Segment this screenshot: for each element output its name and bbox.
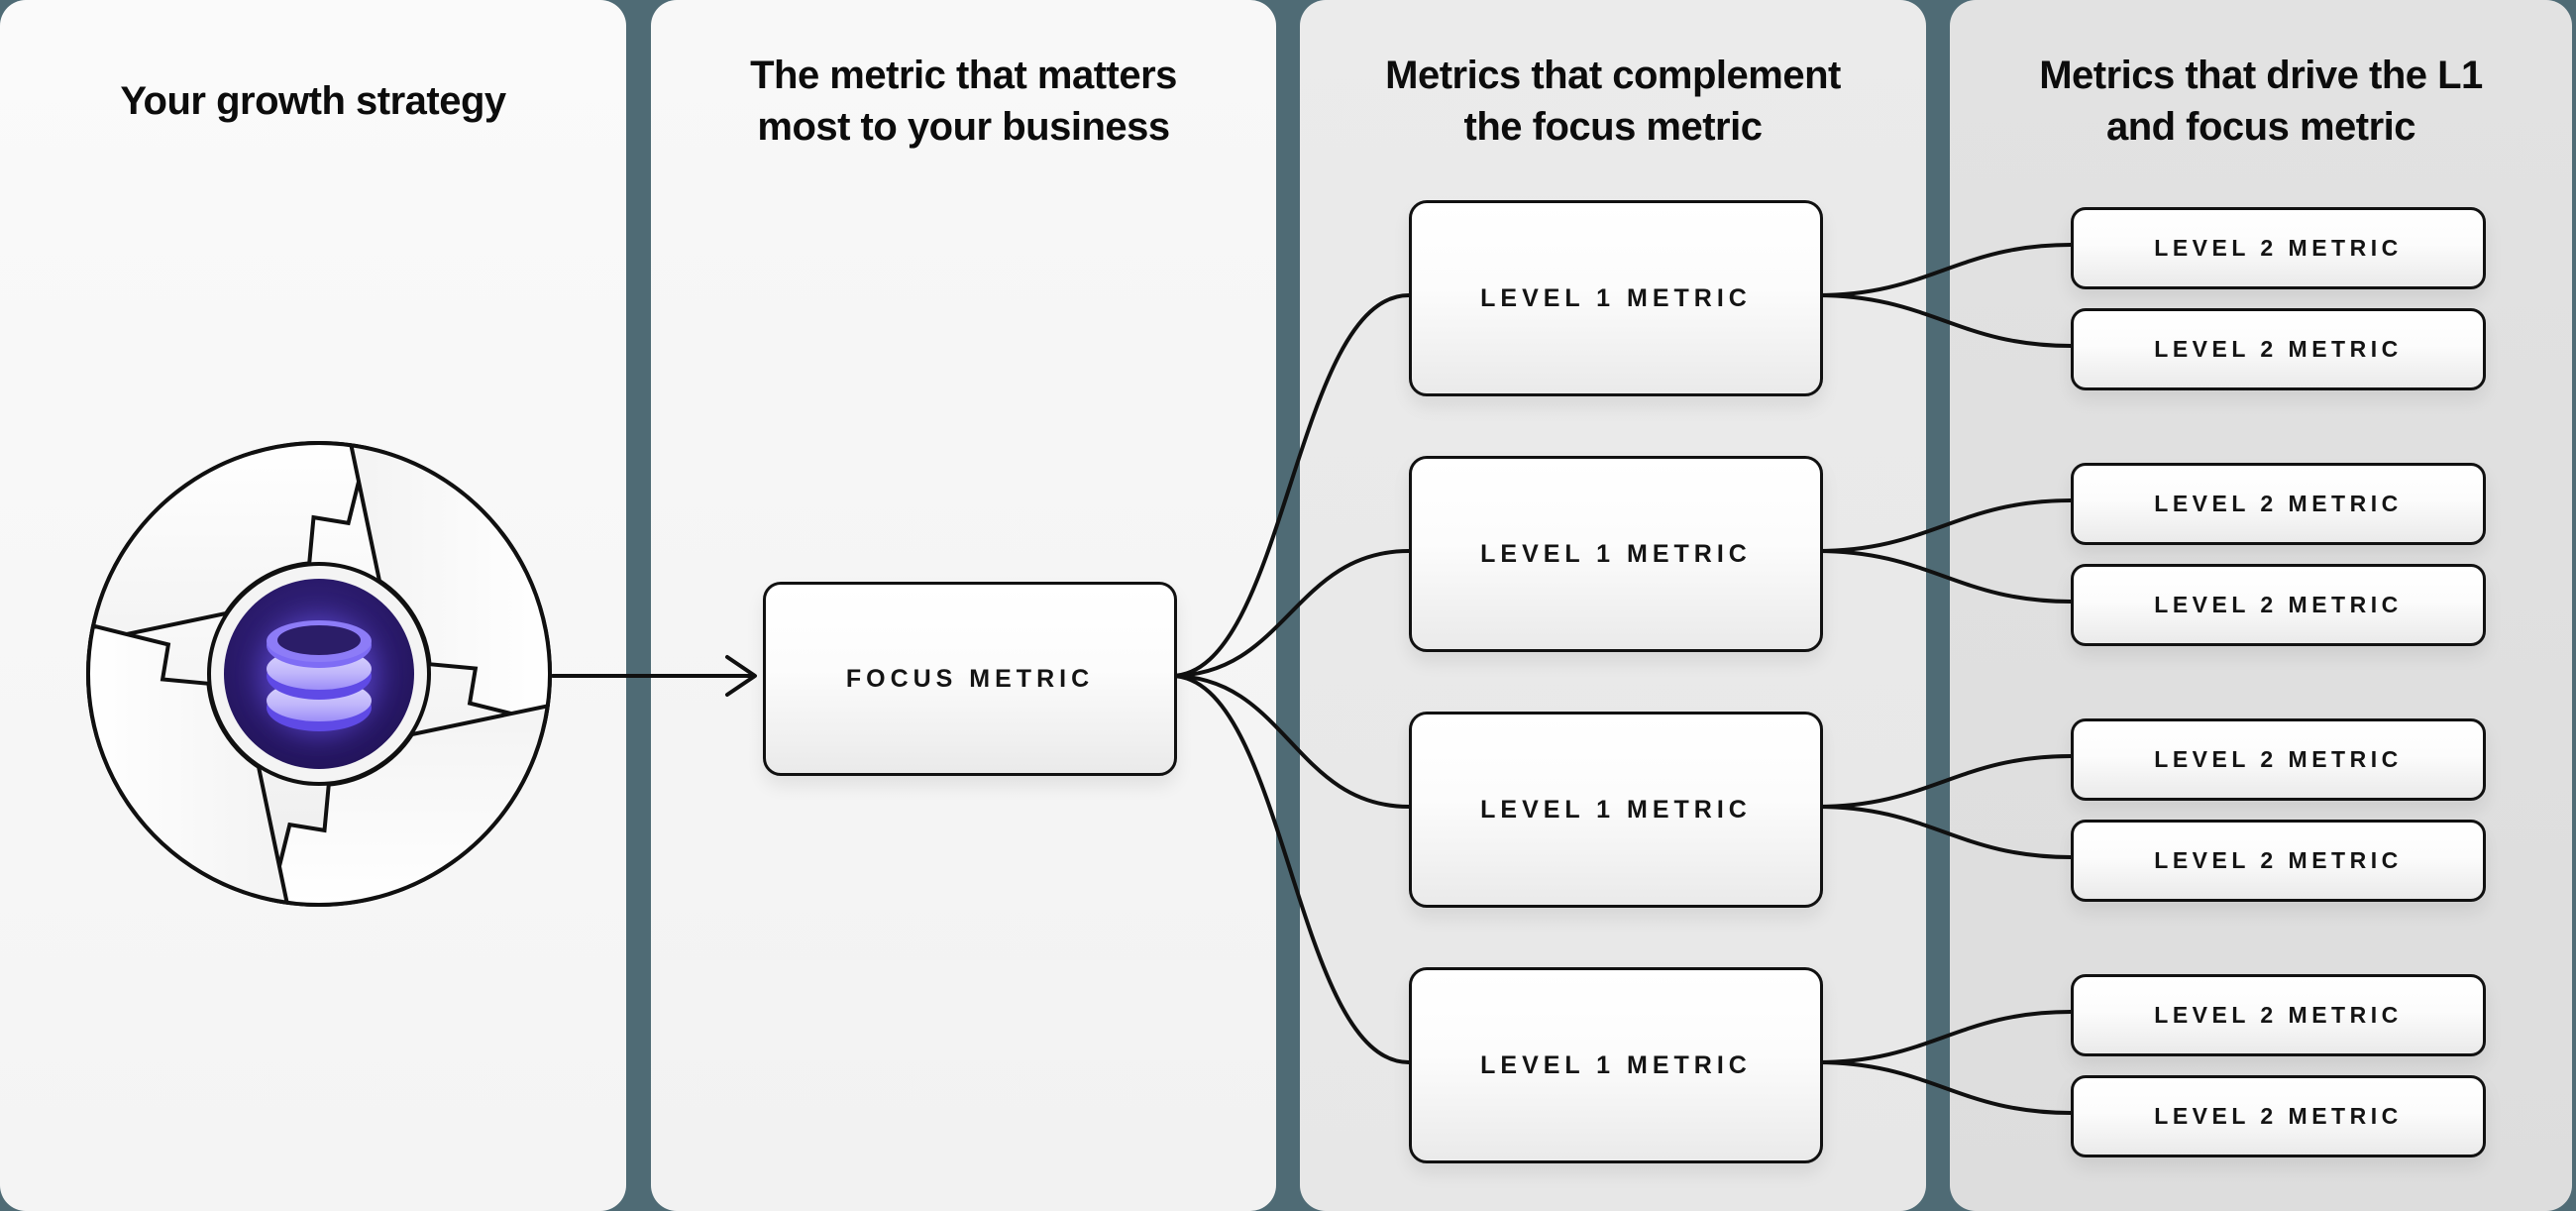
level2-metric-label: LEVEL 2 METRIC xyxy=(2154,1002,2403,1028)
level2-metric-box-3: LEVEL 2 METRIC xyxy=(2071,463,2486,545)
level1-metric-label: LEVEL 1 METRIC xyxy=(1480,539,1752,568)
flywheel-blades xyxy=(86,441,552,907)
database-icon xyxy=(260,616,378,735)
level2-metric-label: LEVEL 2 METRIC xyxy=(2154,491,2403,516)
level2-metric-box-5: LEVEL 2 METRIC xyxy=(2071,718,2486,801)
level2-metric-label: LEVEL 2 METRIC xyxy=(2154,847,2403,873)
level2-metric-box-2: LEVEL 2 METRIC xyxy=(2071,308,2486,390)
level2-metric-label: LEVEL 2 METRIC xyxy=(2154,1103,2403,1129)
level2-metric-box-6: LEVEL 2 METRIC xyxy=(2071,820,2486,902)
panel-title-focus-metric: The metric that matters most to your bus… xyxy=(750,54,1177,149)
focus-metric-box: FOCUS METRIC xyxy=(763,582,1177,776)
level1-metric-label: LEVEL 1 METRIC xyxy=(1480,1050,1752,1079)
panel-title-level1-metrics: Metrics that complement the focus metric xyxy=(1385,54,1841,149)
panel-title-level2-metrics: Metrics that drive the L1 and focus metr… xyxy=(2039,54,2483,149)
level2-metric-box-4: LEVEL 2 METRIC xyxy=(2071,564,2486,646)
focus-metric-label: FOCUS METRIC xyxy=(845,664,1095,693)
level1-metric-box-2: LEVEL 1 METRIC xyxy=(1409,456,1823,652)
level2-metric-label: LEVEL 2 METRIC xyxy=(2154,746,2403,772)
level1-metric-label: LEVEL 1 METRIC xyxy=(1480,283,1752,312)
level1-metric-box-1: LEVEL 1 METRIC xyxy=(1409,200,1823,396)
level2-metric-box-1: LEVEL 2 METRIC xyxy=(2071,207,2486,289)
level2-metric-label: LEVEL 2 METRIC xyxy=(2154,592,2403,617)
panel-title-growth-strategy: Your growth strategy xyxy=(120,79,506,123)
level2-metric-box-8: LEVEL 2 METRIC xyxy=(2071,1075,2486,1157)
flywheel-icon xyxy=(86,441,552,907)
level1-metric-box-3: LEVEL 1 METRIC xyxy=(1409,712,1823,908)
level1-metric-label: LEVEL 1 METRIC xyxy=(1480,795,1752,824)
level1-metric-box-4: LEVEL 1 METRIC xyxy=(1409,967,1823,1163)
level2-metric-box-7: LEVEL 2 METRIC xyxy=(2071,974,2486,1056)
level2-metric-label: LEVEL 2 METRIC xyxy=(2154,235,2403,261)
level2-metric-label: LEVEL 2 METRIC xyxy=(2154,336,2403,362)
